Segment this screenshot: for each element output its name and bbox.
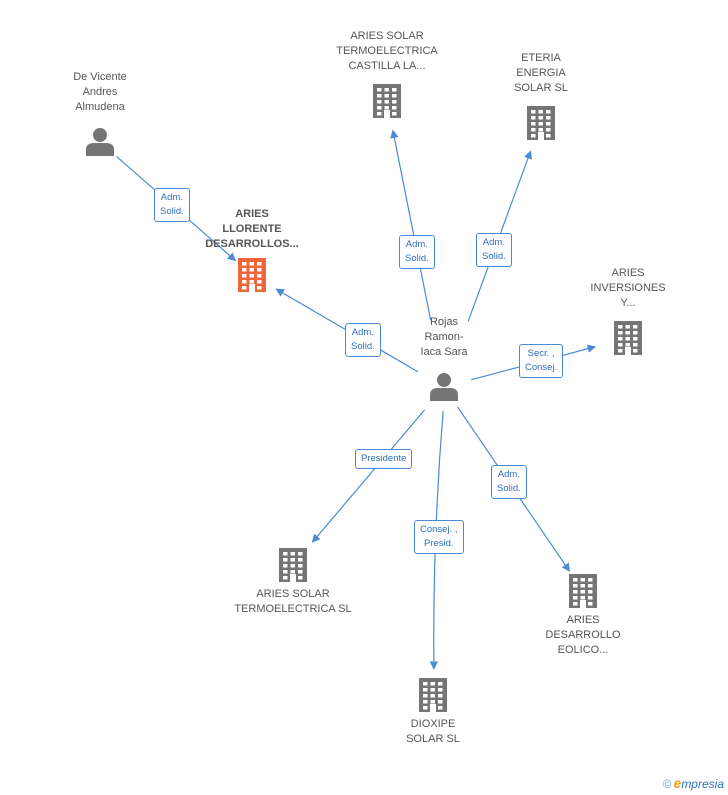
edge-label-aries_eolico[interactable]: Adm. Solid. xyxy=(491,465,527,499)
node-label-aries_inversiones[interactable]: ARIES INVERSIONES Y... xyxy=(590,267,666,309)
edge-rojas-to-aries_termo xyxy=(311,409,426,543)
edge-label-aries_llorente[interactable]: Adm. Solid. xyxy=(345,323,381,357)
node-label-devicente[interactable]: De Vicente Andres Almudena xyxy=(73,71,127,113)
building-icon-aries_termo[interactable] xyxy=(279,548,307,582)
building-icon-aries_llorente[interactable] xyxy=(238,258,266,292)
empresia-watermark[interactable]: ©empresia xyxy=(663,775,724,791)
node-label-aries_eolico[interactable]: ARIES DESARROLLO EOLICO... xyxy=(545,614,621,656)
building-icon-eteria[interactable] xyxy=(527,106,555,140)
copyright-symbol: © xyxy=(662,777,672,791)
person-icon-rojas[interactable] xyxy=(430,373,458,401)
node-label-rojas[interactable]: Rojas Ramon- Iaca Sara xyxy=(420,316,468,358)
node-label-dioxipe[interactable]: DIOXIPE SOLAR SL xyxy=(406,718,460,745)
node-label-aries_llorente[interactable]: ARIES LLORENTE DESARROLLOS... xyxy=(205,208,299,250)
node-label-aries_castilla[interactable]: ARIES SOLAR TERMOELECTRICA CASTILLA LA..… xyxy=(336,30,438,72)
edge-label-aries_castilla[interactable]: Adm. Solid. xyxy=(399,235,435,269)
building-icon-dioxipe[interactable] xyxy=(419,678,447,712)
edge-label-dioxipe[interactable]: Consej. , Presid. xyxy=(414,520,464,554)
building-icon-aries_inversiones[interactable] xyxy=(614,321,642,355)
building-icon-aries_castilla[interactable] xyxy=(373,84,401,118)
brand-name: mpresia xyxy=(681,777,724,791)
edge-label-aries_inversiones[interactable]: Secr. , Consej. xyxy=(519,344,564,378)
edge-label-aries_llorente[interactable]: Adm. Solid. xyxy=(154,188,190,222)
edge-label-eteria[interactable]: Adm. Solid. xyxy=(476,233,512,267)
node-label-eteria[interactable]: ETERIA ENERGIA SOLAR SL xyxy=(514,52,568,94)
person-icon-devicente[interactable] xyxy=(86,128,114,156)
brand-initial: e xyxy=(673,775,682,791)
building-icon-aries_eolico[interactable] xyxy=(569,574,597,608)
edge-label-aries_termo[interactable]: Presidente xyxy=(355,449,413,469)
node-label-aries_termo[interactable]: ARIES SOLAR TERMOELECTRICA SL xyxy=(234,588,352,615)
edge-rojas-to-aries_castilla xyxy=(390,129,432,321)
